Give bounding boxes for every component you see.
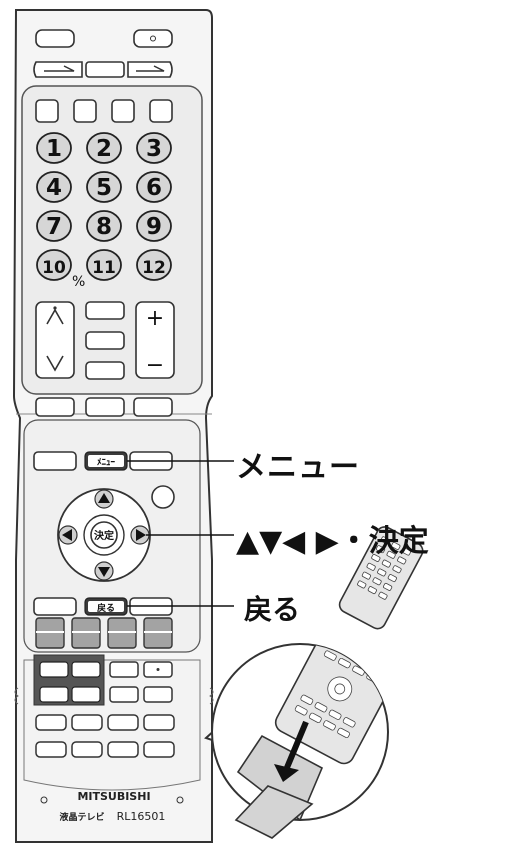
side-notch-left	[14, 687, 19, 705]
small-remote-top	[338, 526, 424, 630]
digit-key-label-6: 6	[146, 175, 162, 201]
enter-key-label: 決定	[94, 529, 114, 542]
digit-key-label-7: 7	[46, 214, 62, 240]
digit-key-label-10: 10	[42, 258, 66, 278]
digit-key-7	[36, 210, 72, 242]
digit-key-label-5: 5	[96, 175, 112, 201]
digit-key-9	[136, 210, 172, 242]
arrow-right-icon	[136, 529, 146, 541]
arrow-down-icon	[98, 567, 110, 577]
menu-callout: メニュー	[236, 450, 360, 485]
digit-key-label-12: 12	[142, 258, 166, 278]
menu-key-label: ﾒﾆｭｰ	[97, 457, 116, 468]
digit-key-12	[136, 249, 172, 281]
channel-up-icon	[46, 308, 64, 325]
digit-key-3	[136, 132, 172, 164]
arrow-left-icon	[62, 529, 72, 541]
digit-key-8	[86, 210, 122, 242]
digit-key-label-2: 2	[96, 136, 112, 162]
brand-name: MITSUBISHI	[77, 790, 150, 803]
volume-minus: −	[146, 353, 164, 378]
digit-key-label-11: 11	[92, 258, 116, 278]
digit-key-10	[36, 249, 72, 281]
nav-enter-callout: ▲▼◀ ▶・決定	[236, 524, 429, 559]
top-right-bar	[127, 61, 173, 78]
enter-key	[90, 521, 118, 549]
model-number: RL16501	[117, 810, 166, 823]
digit-key-label-8: 8	[96, 214, 112, 240]
top-mid-bar	[85, 61, 125, 78]
digit-key-label-4: 4	[46, 175, 62, 201]
blank-key-row	[35, 99, 173, 123]
round-side-button	[151, 485, 175, 509]
side-notch-right	[209, 687, 214, 705]
digit-tail-mark: %	[72, 274, 85, 290]
cover-slide-arrow-icon	[283, 720, 309, 772]
volume-rocker	[135, 301, 175, 379]
input-button	[35, 29, 75, 48]
digit-key-11	[86, 249, 122, 281]
arrow-right-small-icon	[136, 65, 165, 72]
arrow-up-icon	[98, 493, 110, 503]
back-callout: 戻る	[244, 593, 301, 626]
back-key-label: 戻る	[96, 602, 115, 614]
battery-cover	[234, 785, 314, 839]
digit-key-1	[36, 132, 72, 164]
digit-key-6	[136, 171, 172, 203]
digit-key-4	[36, 171, 72, 203]
power-dot	[150, 35, 156, 42]
digit-key-2	[86, 132, 122, 164]
volume-plus: +	[146, 306, 164, 331]
digit-key-label-3: 3	[146, 136, 162, 162]
channel-rocker	[35, 301, 75, 379]
product-name: 液晶テレビ	[59, 811, 104, 823]
channel-down-icon	[46, 355, 64, 372]
top-left-bar	[33, 61, 83, 78]
digit-key-label-1: 1	[46, 136, 62, 162]
arrow-left-small-icon	[44, 65, 75, 72]
digit-key-5	[86, 171, 122, 203]
power-button	[133, 29, 173, 48]
digit-key-label-9: 9	[146, 214, 162, 240]
